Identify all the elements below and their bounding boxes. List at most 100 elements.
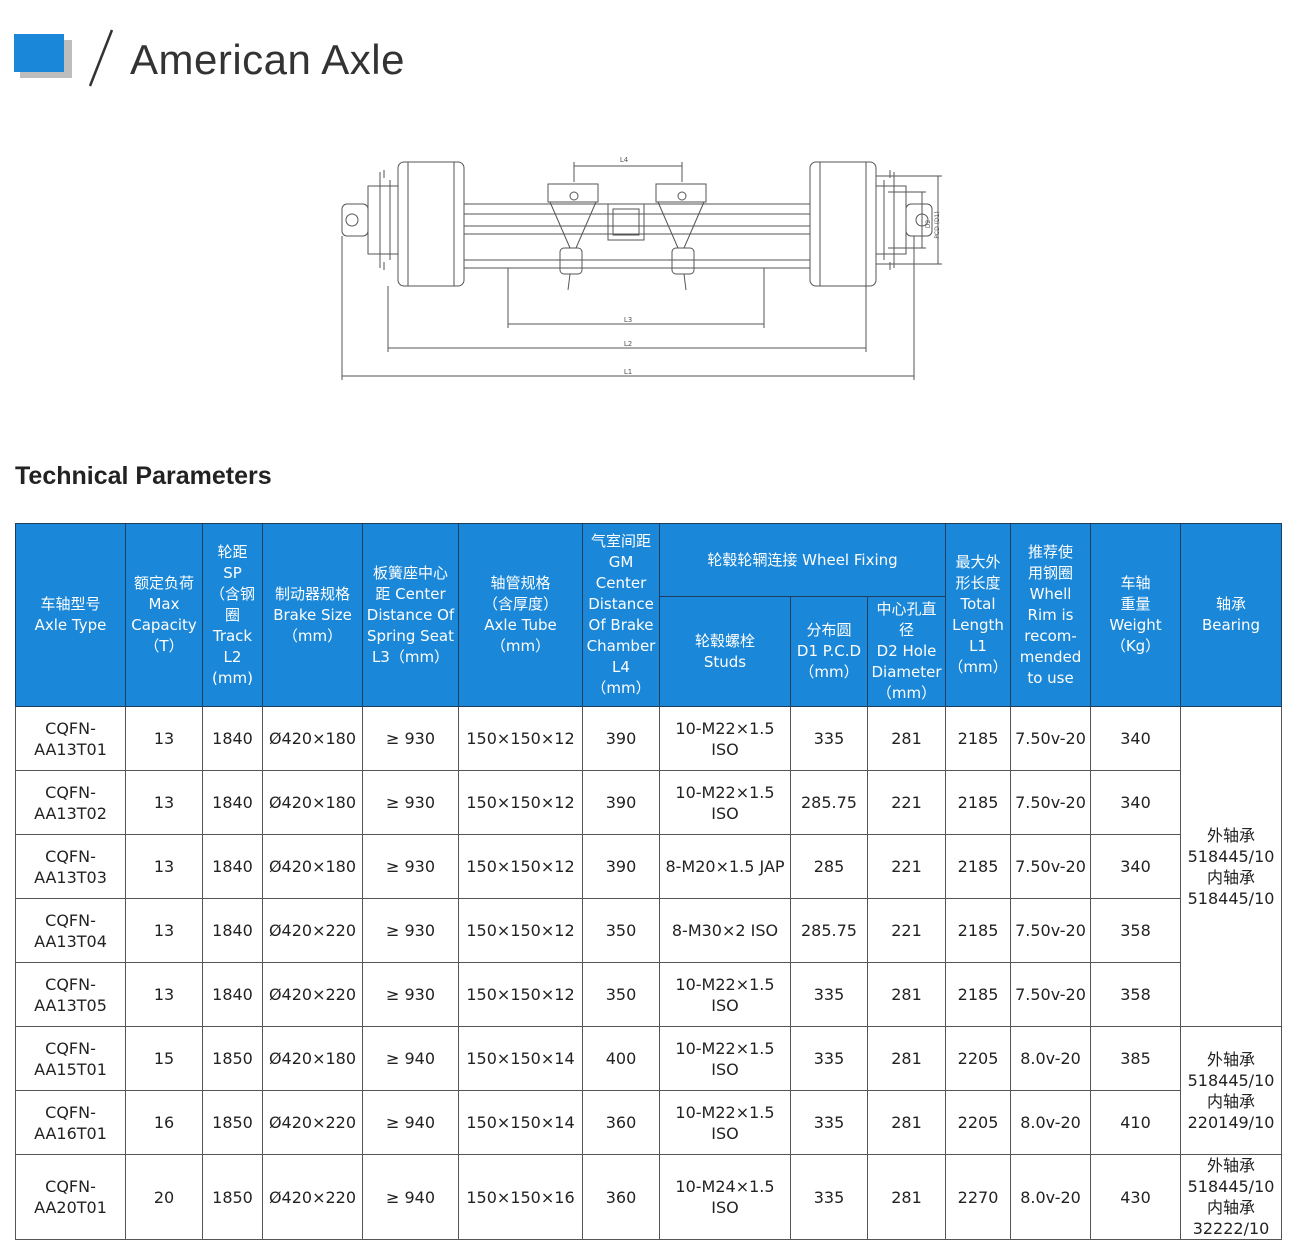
cell-type: CQFN-AA20T01 <box>15 1154 126 1240</box>
cell-rim: 8.0v-20 <box>1010 1026 1092 1091</box>
cell-track: 1840 <box>202 834 263 899</box>
cell-capacity: 20 <box>125 1154 203 1240</box>
cell-tube: 150×150×12 <box>458 834 583 899</box>
cell-d2: 221 <box>866 770 947 835</box>
cell-gm: 360 <box>582 1090 660 1155</box>
header-wheel-fixing: 轮毂轮辋连接 Wheel Fixing <box>658 523 947 597</box>
cell-d1: 335 <box>790 1026 868 1091</box>
cell-spring: ≥ 930 <box>362 834 459 899</box>
cell-d1: 335 <box>790 962 868 1027</box>
header-axle-tube: 轴管规格（含厚度）Axle Tube（mm） <box>458 523 583 707</box>
cell-capacity: 16 <box>125 1090 203 1155</box>
cell-type: CQFN-AA13T04 <box>15 898 126 963</box>
section-title: Technical Parameters <box>15 462 272 490</box>
cell-tube: 150×150×12 <box>458 962 583 1027</box>
cell-weight: 385 <box>1090 1026 1182 1091</box>
dim-label-d2: D2 <box>925 220 932 229</box>
cell-capacity: 13 <box>125 834 203 899</box>
cell-spring: ≥ 940 <box>362 1154 459 1240</box>
cell-capacity: 15 <box>125 1026 203 1091</box>
page-title: American Axle <box>130 36 405 83</box>
cell-d2: 281 <box>866 1154 947 1240</box>
cell-spring: ≥ 930 <box>362 706 459 771</box>
cell-length: 2270 <box>945 1154 1012 1240</box>
cell-rim: 7.50v-20 <box>1010 962 1092 1027</box>
cell-weight: 410 <box>1090 1090 1182 1155</box>
cell-tube: 150×150×14 <box>458 1026 583 1091</box>
cell-brake: Ø420×180 <box>262 706 363 771</box>
cell-spring: ≥ 930 <box>362 898 459 963</box>
cell-gm: 350 <box>582 962 660 1027</box>
title-slash <box>88 29 114 87</box>
axle-drawing: L4 L3 L2 L1 D2 PCD (D1) <box>341 156 942 380</box>
cell-track: 1840 <box>202 962 263 1027</box>
cell-length: 2185 <box>945 770 1012 835</box>
cell-weight: 340 <box>1090 770 1182 835</box>
cell-studs: 10-M22×1.5 ISO <box>659 962 791 1027</box>
cell-weight: 340 <box>1090 706 1182 771</box>
cell-brake: Ø420×180 <box>262 770 363 835</box>
dim-label-l3: L3 <box>624 316 632 324</box>
cell-studs: 8-M20×1.5 JAP <box>659 834 791 899</box>
cell-bearing: 外轴承 518445/10 内轴承 518445/10 <box>1180 706 1283 1027</box>
cell-gm: 390 <box>582 770 660 835</box>
cell-length: 2205 <box>945 1090 1012 1155</box>
cell-rim: 7.50v-20 <box>1010 898 1092 963</box>
cell-studs: 10-M22×1.5 ISO <box>659 770 791 835</box>
cell-d1: 335 <box>790 706 868 771</box>
cell-bearing: 外轴承 518445/10 内轴承 220149/10 <box>1180 1026 1283 1155</box>
cell-type: CQFN-AA13T05 <box>15 962 126 1027</box>
cell-rim: 7.50v-20 <box>1010 770 1092 835</box>
cell-track: 1840 <box>202 898 263 963</box>
cell-gm: 350 <box>582 898 660 963</box>
cell-length: 2185 <box>945 834 1012 899</box>
cell-type: CQFN-AA13T02 <box>15 770 126 835</box>
cell-d1: 285.75 <box>790 770 868 835</box>
cell-tube: 150×150×16 <box>458 1154 583 1240</box>
cell-tube: 150×150×14 <box>458 1090 583 1155</box>
cell-d2: 221 <box>866 898 947 963</box>
cell-brake: Ø420×180 <box>262 834 363 899</box>
cell-brake: Ø420×220 <box>262 962 363 1027</box>
cell-studs: 10-M24×1.5 ISO <box>659 1154 791 1240</box>
cell-spring: ≥ 940 <box>362 1026 459 1091</box>
cell-rim: 7.50v-20 <box>1010 706 1092 771</box>
cell-gm: 360 <box>582 1154 660 1240</box>
cell-d2: 281 <box>866 1090 947 1155</box>
cell-brake: Ø420×180 <box>262 1026 363 1091</box>
dim-label-pcd: PCD (D1) <box>934 211 941 238</box>
cell-gm: 390 <box>582 706 660 771</box>
cell-capacity: 13 <box>125 770 203 835</box>
cell-gm: 400 <box>582 1026 660 1091</box>
cell-tube: 150×150×12 <box>458 898 583 963</box>
cell-type: CQFN-AA16T01 <box>15 1090 126 1155</box>
cell-length: 2185 <box>945 706 1012 771</box>
cell-spring: ≥ 930 <box>362 770 459 835</box>
cell-length: 2185 <box>945 962 1012 1027</box>
cell-track: 1850 <box>202 1026 263 1091</box>
dim-label-l1: L1 <box>624 368 632 376</box>
cell-weight: 340 <box>1090 834 1182 899</box>
cell-studs: 8-M30×2 ISO <box>659 898 791 963</box>
cell-spring: ≥ 940 <box>362 1090 459 1155</box>
cell-d2: 281 <box>866 706 947 771</box>
cell-d2: 281 <box>866 1026 947 1091</box>
